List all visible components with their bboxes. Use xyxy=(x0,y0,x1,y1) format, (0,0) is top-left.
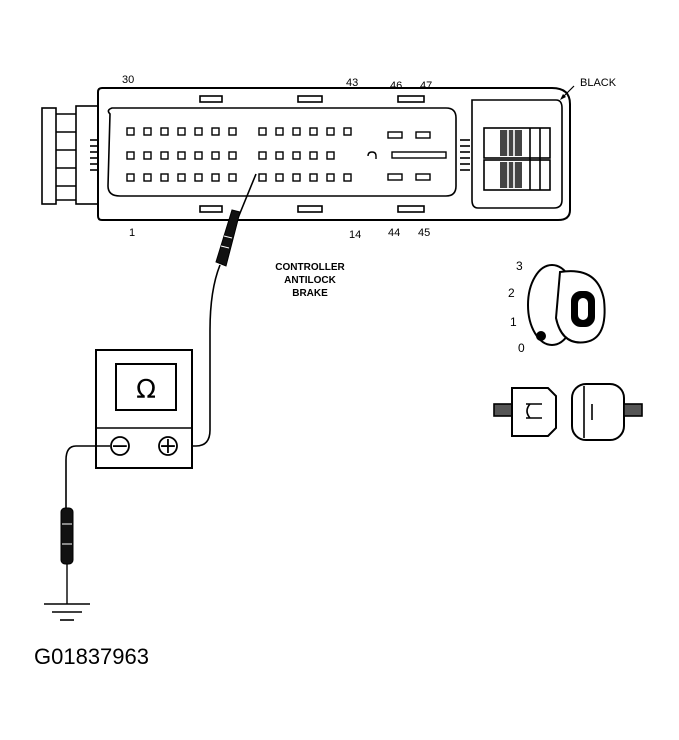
ohmmeter xyxy=(95,349,193,469)
connector-lock xyxy=(471,99,563,209)
connector-pin-cavity xyxy=(194,127,203,136)
connector-pin-cavity xyxy=(143,127,152,136)
connector-pin-cavity xyxy=(177,173,186,182)
controller-name: CONTROLLER ANTILOCK BRAKE xyxy=(275,262,345,299)
connector-pin-cavity xyxy=(228,173,237,182)
connector-pin-cavity xyxy=(194,151,203,160)
connector-latch xyxy=(41,105,99,205)
connector-pin-cavity xyxy=(292,127,301,136)
negative-probe xyxy=(60,445,110,604)
connector-pin-cavity xyxy=(143,151,152,160)
controller-name-line-3: BRAKE xyxy=(292,288,328,299)
positive-probe xyxy=(190,173,257,447)
connector-ribs xyxy=(460,139,470,171)
connector-pin-cavity xyxy=(258,127,267,136)
connector-pin-cavity xyxy=(292,173,301,182)
connector-pin-cavity xyxy=(126,173,135,182)
ignition-position-2: 2 xyxy=(508,286,515,300)
connector-pin-cavity xyxy=(160,151,169,160)
connector-pin-cavity xyxy=(275,173,284,182)
ignition-position-1: 1 xyxy=(510,315,517,329)
figure-code: G01837963 xyxy=(34,644,149,669)
pin-label-30: 30 xyxy=(122,74,134,86)
ignition-key-icon xyxy=(527,264,606,346)
pin-label-46: 46 xyxy=(390,80,402,92)
pin-label-1: 1 xyxy=(129,227,135,239)
pin-labels: 30 43 46 47 1 14 44 45 BLACK xyxy=(122,74,617,241)
connector-pin-cavity xyxy=(228,151,237,160)
minus-symbol: − xyxy=(111,434,129,459)
ignition-switch: 3 2 1 0 xyxy=(508,259,606,355)
harness-connector-icon xyxy=(493,383,643,441)
controller-name-line-2: ANTILOCK xyxy=(284,275,336,286)
connector-pin-cavity xyxy=(292,151,301,160)
connector-pin-cavity xyxy=(194,173,203,182)
negative-jack xyxy=(110,436,130,456)
ohmmeter-display xyxy=(115,363,177,411)
connector-pin-cavity xyxy=(309,127,318,136)
ohm-symbol-icon: Ω xyxy=(136,375,156,405)
pin-label-14: 14 xyxy=(349,229,361,241)
connector-pin-cavity xyxy=(275,151,284,160)
connector-pin-cavity xyxy=(326,173,335,182)
connector-pin-cavity xyxy=(160,127,169,136)
connector-pin-cavity xyxy=(211,173,220,182)
connector-pin-cavity xyxy=(326,127,335,136)
connector-pin-cavity xyxy=(211,127,220,136)
connector-pin-cavity xyxy=(275,127,284,136)
pin-label-43: 43 xyxy=(346,77,358,89)
pin-label-47: 47 xyxy=(420,80,432,92)
plus-symbol: + xyxy=(159,434,177,459)
ignition-position-3: 3 xyxy=(516,259,523,273)
connector-pin-cavity xyxy=(309,173,318,182)
abs-controller-connector xyxy=(41,85,575,221)
connector-cavity xyxy=(107,107,457,197)
connector-pin-cavity xyxy=(143,173,152,182)
connector-pin-cavity xyxy=(343,127,352,136)
connector-pin-cavity xyxy=(160,173,169,182)
connector-pin-cavity xyxy=(309,151,318,160)
ignition-position-0: 0 xyxy=(518,341,525,355)
connector-pin-cavity xyxy=(326,151,335,160)
connector-pin-cavity xyxy=(126,151,135,160)
connector-pin-cavity xyxy=(258,151,267,160)
pin-label-45: 45 xyxy=(418,227,430,239)
connector-pin-cavity xyxy=(211,151,220,160)
connector-pin-cavity xyxy=(228,127,237,136)
connector-pin-cavity xyxy=(177,127,186,136)
connector-slots xyxy=(367,131,447,181)
ground-symbol-icon xyxy=(44,603,90,621)
controller-name-line-1: CONTROLLER xyxy=(275,262,345,273)
positive-jack xyxy=(158,436,178,456)
connector-pin-cavity xyxy=(343,173,352,182)
pin-label-44: 44 xyxy=(388,227,400,239)
connector-pin-cavity xyxy=(258,173,267,182)
connector-pin-cavity xyxy=(126,127,135,136)
connector-color-label: BLACK xyxy=(580,77,617,89)
connector-pin-cavity xyxy=(177,151,186,160)
connector-pin-grid xyxy=(126,127,352,182)
